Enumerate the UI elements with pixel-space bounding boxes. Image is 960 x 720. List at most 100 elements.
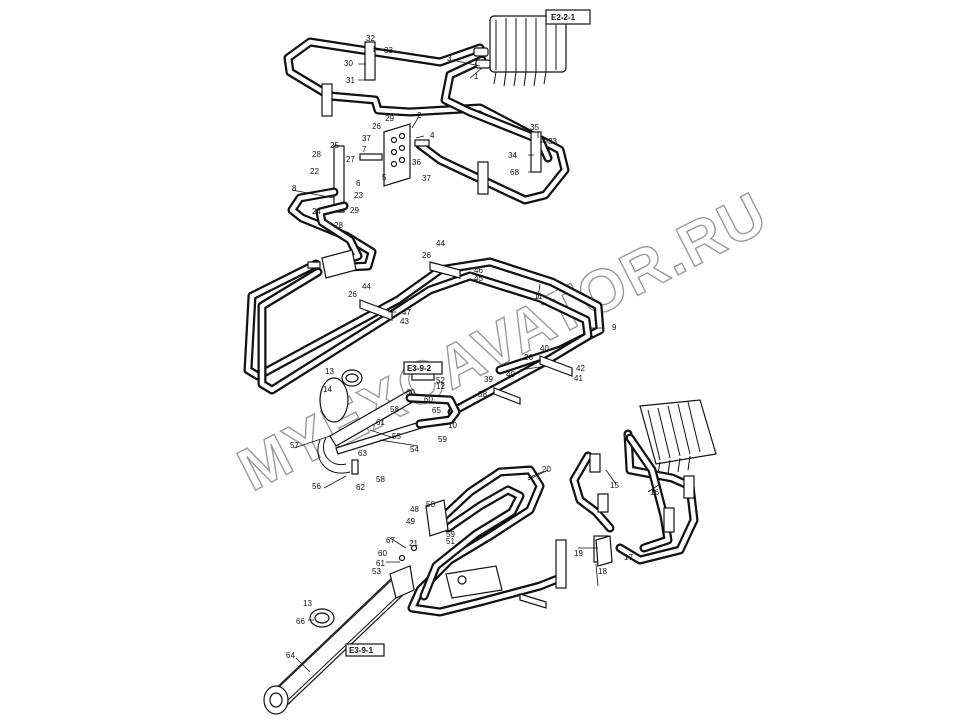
- label-23: 23: [354, 191, 363, 200]
- label-16: 16: [650, 488, 659, 497]
- label-48: 48: [410, 505, 419, 514]
- label-39: 39: [484, 375, 493, 384]
- label-5: 5: [382, 173, 387, 182]
- label-10: 10: [448, 421, 457, 430]
- label-28-a: 28: [312, 150, 321, 159]
- label-6: 6: [356, 179, 361, 188]
- ref-box-upper: [403, 361, 443, 375]
- label-7: 7: [362, 145, 367, 154]
- label-22: 22: [310, 167, 319, 176]
- label-64: 64: [286, 651, 295, 660]
- label-28-b: 28: [334, 221, 343, 230]
- label-37-a: 37: [362, 134, 371, 143]
- label-4: 4: [430, 131, 435, 140]
- label-13-lower: 13: [303, 599, 312, 608]
- label-24: 24: [312, 207, 321, 216]
- label-14: 14: [323, 385, 332, 394]
- clamps-middle: [359, 261, 573, 405]
- label-18: 18: [598, 567, 607, 576]
- label-59-a: 59: [438, 435, 447, 444]
- label-30: 30: [344, 59, 353, 68]
- label-60-b: 60: [406, 388, 415, 397]
- label-52: 52: [436, 376, 445, 385]
- middle-left-hose: [287, 187, 377, 273]
- label-59-b: 59: [446, 530, 455, 539]
- label-46: 46: [474, 266, 483, 275]
- label-50: 50: [426, 500, 435, 509]
- label-33-a: 33: [384, 46, 393, 55]
- fitting-block-middle: [307, 249, 357, 279]
- label-32: 32: [366, 34, 375, 43]
- label-58-a: 58: [390, 405, 399, 414]
- label-3: 3: [447, 54, 452, 63]
- label-41: 41: [574, 374, 583, 383]
- label-43: 43: [400, 317, 409, 326]
- label-33-b: 33: [548, 137, 557, 146]
- label-17: 17: [624, 553, 633, 562]
- boom-cylinder-upper: [317, 369, 461, 475]
- label-63: 63: [358, 449, 367, 458]
- label-37-b: 37: [422, 174, 431, 183]
- label-61-b: 61: [376, 559, 385, 568]
- label-40-b: 40: [540, 344, 549, 353]
- label-12: 12: [436, 382, 445, 391]
- manifold-block: [359, 123, 430, 187]
- label-15: 15: [610, 481, 619, 490]
- label-36: 36: [412, 158, 421, 167]
- right-lower-hoses: [569, 429, 699, 565]
- label-13-upper: 13: [325, 367, 334, 376]
- label-31: 31: [346, 76, 355, 85]
- label-56: 56: [312, 482, 321, 491]
- label-44-b: 44: [362, 282, 371, 291]
- clamps-upper: [321, 41, 542, 213]
- ref-boom-cyl-upper: E3-9-2: [407, 364, 432, 373]
- ref-box-lower: [345, 643, 385, 657]
- label-26-d: 26: [524, 353, 533, 362]
- label-34: 34: [508, 151, 517, 160]
- label-8: 8: [292, 184, 297, 193]
- label-58-b: 58: [376, 475, 385, 484]
- label-21: 21: [409, 539, 418, 548]
- part-labels: 1 2 3 4 5 6 7 8 9 10 11 12 13 13 14 15 1…: [286, 34, 659, 660]
- label-38: 38: [478, 390, 487, 399]
- ref-top-valve: E2-2-1: [551, 13, 576, 22]
- label-40-a: 40: [506, 370, 515, 379]
- label-65: 65: [432, 406, 441, 415]
- label-60-c: 60: [378, 549, 387, 558]
- lower-hose-loop: [407, 465, 613, 617]
- label-2: 2: [417, 111, 422, 120]
- label-26-a: 26: [372, 122, 381, 131]
- label-20: 20: [542, 465, 551, 474]
- label-29-a: 29: [350, 206, 359, 215]
- control-valve-top: [473, 15, 567, 87]
- label-27: 27: [346, 155, 355, 164]
- label-61-a: 61: [376, 418, 385, 427]
- label-53: 53: [372, 567, 381, 576]
- label-55: 55: [392, 432, 401, 441]
- control-valve-lower: [639, 399, 717, 475]
- label-54: 54: [410, 445, 419, 454]
- label-68: 68: [510, 168, 519, 177]
- label-25: 25: [330, 141, 339, 150]
- label-11: 11: [534, 292, 543, 301]
- ref-box-top: [545, 9, 591, 25]
- boom-cylinder-lower: [263, 544, 418, 715]
- label-26-b: 26: [422, 251, 431, 260]
- label-29-b: 29: [385, 114, 394, 123]
- label-51: 51: [446, 537, 455, 546]
- label-1: 1: [474, 72, 479, 81]
- middle-hose-loops: [243, 257, 605, 417]
- label-67: 67: [386, 536, 395, 545]
- label-49: 49: [406, 517, 415, 526]
- label-35: 35: [530, 123, 539, 132]
- leader-lines: [291, 46, 661, 673]
- label-44-a: 44: [436, 239, 445, 248]
- label-9: 9: [612, 323, 617, 332]
- label-60-a: 60: [424, 395, 433, 404]
- label-47: 47: [402, 308, 411, 317]
- label-62: 62: [356, 483, 365, 492]
- label-45: 45: [474, 274, 483, 283]
- label-19: 19: [574, 549, 583, 558]
